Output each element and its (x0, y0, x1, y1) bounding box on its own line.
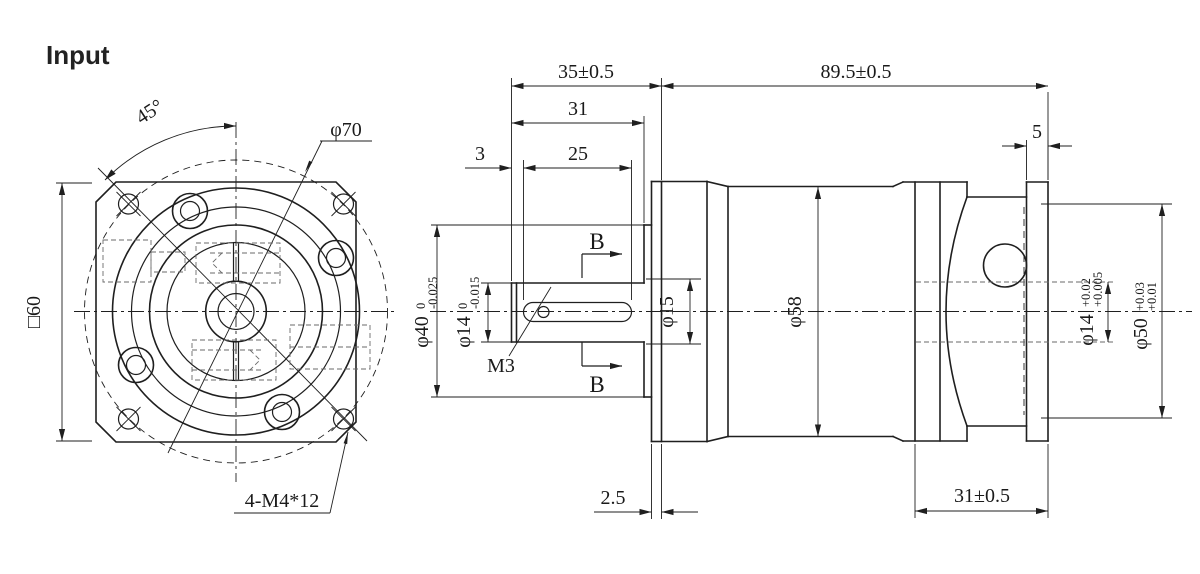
dim-square-60: □60 (23, 182, 92, 442)
dim-5: 5 (1002, 121, 1072, 180)
dim-31-label: 31 (568, 98, 588, 120)
diagonal-centerline-45 (97, 167, 368, 442)
svg-text:0: 0 (456, 303, 470, 309)
dim-pilot-circle: φ70 (320, 119, 372, 142)
dim-square-label: □60 (23, 296, 45, 328)
mount-hole (331, 406, 356, 432)
hidden-slot-features (102, 239, 371, 381)
svg-text:+0.03: +0.03 (1133, 282, 1147, 311)
dim-31-05-label: 31±0.5 (954, 485, 1010, 507)
dim-phi50: φ50 +0.03 +0.01 (1041, 203, 1172, 419)
section-marks: B B (581, 229, 622, 397)
dim-phi14-rear-label: φ14 +0.02 +0.005 (1076, 272, 1105, 346)
bolt-circle-phi70 (84, 159, 388, 464)
svg-text:φ40: φ40 (411, 316, 433, 348)
screw-hole (263, 393, 301, 431)
dim-89-5-label: 89.5±0.5 (821, 61, 892, 83)
keyway-slot (522, 301, 633, 323)
gearbox-body (660, 180, 968, 443)
clamp-slit (232, 242, 240, 381)
pilot-circle-leader-line (167, 140, 323, 454)
dim-phi58: φ58 (784, 187, 822, 437)
svg-text:+0.005: +0.005 (1091, 272, 1105, 307)
concentric-circles (84, 159, 388, 464)
dim-phi40: φ40 0 -0.025 (411, 224, 644, 398)
output-shaft (510, 282, 645, 343)
section-mark-top: B (589, 229, 604, 254)
dim-25: 25 (523, 143, 632, 300)
dim-phi14-shaft-label: φ14 0 -0.015 (453, 277, 482, 348)
svg-text:+0.02: +0.02 (1079, 278, 1093, 307)
rear-housing (916, 181, 1113, 442)
leader-arrowhead (343, 432, 348, 445)
mount-hole (116, 191, 141, 217)
svg-text:φ14: φ14 (453, 316, 475, 348)
dim-5-label: 5 (1032, 121, 1042, 143)
svg-text:-0.025: -0.025 (426, 277, 440, 309)
dim-2-5-label: 2.5 (601, 487, 626, 509)
section-mark-bottom: B (589, 372, 604, 397)
front-view: 45° φ70 □60 4-M4*12 (23, 95, 398, 514)
screw-hole (317, 239, 355, 277)
dim-35-label: 35±0.5 (558, 61, 614, 83)
rear-face-hole (982, 243, 1028, 288)
corner-mount-holes (116, 191, 356, 432)
dim-mount-holes: 4-M4*12 (234, 431, 349, 514)
dim-phi14-shaft: φ14 0 -0.015 (453, 277, 512, 348)
svg-text:-0.015: -0.015 (468, 277, 482, 309)
dim-phi15: φ15 (646, 278, 701, 345)
input-bore (204, 280, 268, 343)
cap-screw-holes (117, 192, 355, 431)
dim-phi14-rear: φ14 +0.02 +0.005 (1076, 272, 1112, 346)
mount-hole (116, 406, 141, 432)
side-view: B B M3 35±0.5 89.5±0.5 31 (411, 61, 1192, 519)
dim-angle-45: 45° (104, 95, 237, 181)
leader-arrowhead (305, 160, 313, 172)
dim-phi40-label: φ40 0 -0.025 (411, 277, 440, 348)
dim-setscrew: M3 (487, 286, 552, 377)
dim-phi50-label: φ50 +0.03 +0.01 (1130, 282, 1159, 350)
dim-pilot-circle-label: φ70 (330, 119, 362, 141)
dim-phi15-label: φ15 (656, 296, 678, 328)
svg-text:0: 0 (414, 303, 428, 309)
svg-text:φ14: φ14 (1076, 314, 1098, 346)
mount-hole (331, 191, 356, 217)
dim-angle-label: 45° (132, 95, 167, 129)
dim-mount-holes-label: 4-M4*12 (245, 490, 319, 512)
dim-89-5: 89.5±0.5 (661, 61, 1049, 180)
dim-25-label: 25 (568, 143, 588, 165)
dim-31-05: 31±0.5 (914, 444, 1049, 518)
front-flange-plate (650, 180, 663, 443)
screw-hole (117, 346, 155, 384)
screw-hole (171, 192, 209, 230)
setscrew-hole (537, 305, 550, 319)
dim-phi58-label: φ58 (784, 296, 806, 328)
dim-31: 31 (511, 98, 645, 223)
dim-35: 35±0.5 (511, 61, 662, 281)
svg-text:φ50: φ50 (1130, 318, 1152, 350)
dim-setscrew-label: M3 (487, 355, 515, 377)
dim-2-5: 2.5 (594, 444, 698, 519)
dim-3: 3 (465, 143, 512, 172)
body-silhouette-arc (945, 195, 969, 428)
dim-3-label: 3 (475, 143, 485, 165)
square-flange-outline (95, 181, 357, 443)
pilot-boss (643, 224, 653, 398)
svg-text:+0.01: +0.01 (1145, 282, 1159, 311)
view-title: Input (46, 40, 110, 70)
